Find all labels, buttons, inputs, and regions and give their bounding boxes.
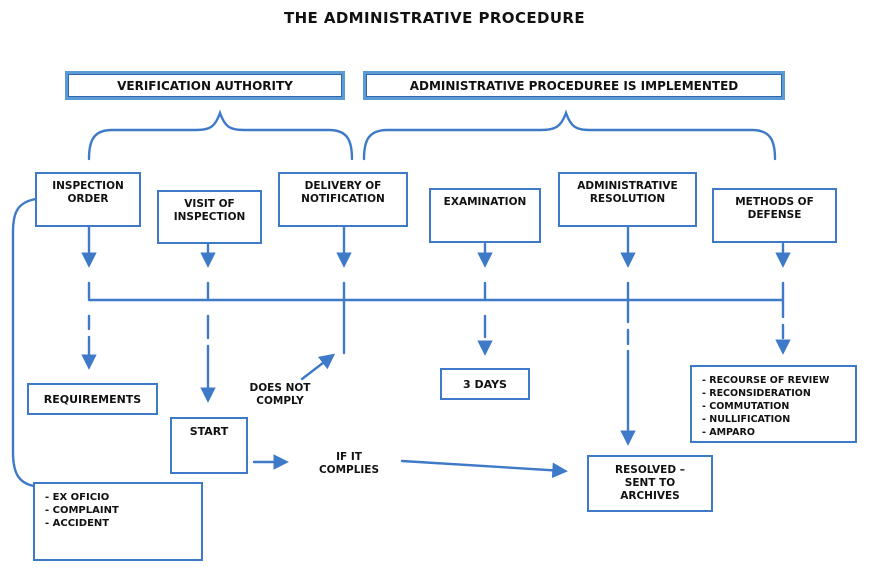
defense-option: - COMMUTATION	[702, 401, 790, 412]
requirements-box: REQUIREMENTS	[27, 383, 158, 415]
administrative-resolution-box: ADMINISTRATIVE RESOLUTION	[558, 172, 697, 227]
defense-option: - RECOURSE OF REVIEW	[702, 375, 830, 386]
initiation-type: - COMPLAINT	[45, 505, 119, 516]
delivery-of-notification-box: DELIVERY OF NOTIFICATION	[278, 172, 408, 227]
inspection-order-box: INSPECTION ORDER	[35, 172, 141, 227]
page-title: THE ADMINISTRATIVE PROCEDURE	[283, 9, 586, 27]
initiation-type: - EX OFICIO	[45, 492, 110, 503]
procedure-implemented-label: ADMINISTRATIVE PROCEDUREE IS IMPLEMENTED	[409, 78, 739, 93]
resolved-box: RESOLVED – SENT TO ARCHIVES	[587, 455, 713, 512]
does-not-comply-label: DOES NOT COMPLY	[249, 382, 311, 407]
brace-left	[87, 109, 354, 161]
if-it-complies-label: IF IT COMPLIES	[318, 451, 380, 476]
verification-authority-label: VERIFICATION AUTHORITY	[117, 78, 293, 93]
brace-right	[362, 109, 777, 161]
defense-option: - NULLIFICATION	[702, 414, 791, 425]
verification-authority-header: VERIFICATION AUTHORITY	[65, 71, 345, 100]
defense-options-box: - RECOURSE OF REVIEW - RECONSIDERATION -…	[690, 365, 857, 443]
three-days-box: 3 DAYS	[440, 368, 530, 400]
visit-of-inspection-box: VISIT OF INSPECTION	[157, 190, 262, 244]
arrow-does-not-comply	[300, 353, 336, 381]
arrow-if-complies-to-resolved	[400, 459, 568, 479]
defense-option: - AMPARO	[702, 427, 755, 438]
defense-option: - RECONSIDERATION	[702, 388, 811, 399]
procedure-implemented-header: ADMINISTRATIVE PROCEDUREE IS IMPLEMENTED	[363, 71, 785, 100]
initiation-types-box: - EX OFICIO - COMPLAINT - ACCIDENT	[33, 482, 203, 561]
examination-box: EXAMINATION	[429, 188, 541, 243]
methods-of-defense-box: METHODS OF DEFENSE	[712, 188, 837, 243]
start-box: START	[170, 417, 248, 474]
curve-inspection-to-initiation	[11, 197, 38, 488]
initiation-type: - ACCIDENT	[45, 518, 110, 529]
